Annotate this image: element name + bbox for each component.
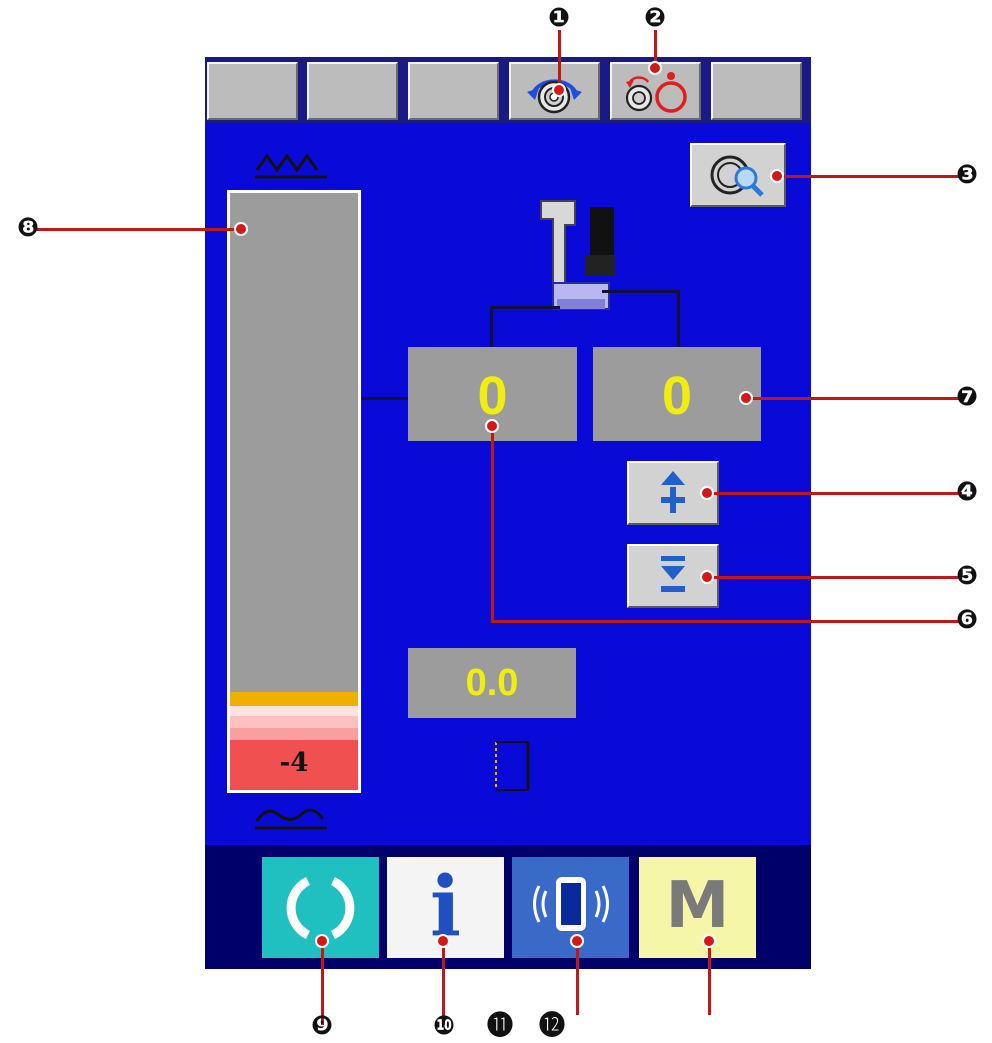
callout-number-8: ❽ xyxy=(16,213,39,243)
gauge-value-label: -4 xyxy=(279,748,309,778)
bobbin-winder-button[interactable] xyxy=(509,62,600,120)
bottom-value-text: 0.0 xyxy=(465,662,519,704)
plus-up-arrow-icon xyxy=(661,471,685,513)
mode-button[interactable]: M xyxy=(639,857,756,958)
callout-dot-7 xyxy=(739,391,753,405)
callout-number-7: ❼ xyxy=(955,382,978,412)
top-button-3[interactable] xyxy=(408,62,499,120)
callout-dot-m xyxy=(702,934,716,948)
gauge-band-light xyxy=(230,706,358,716)
gauge-max-icon xyxy=(253,150,329,182)
right-value-text: 0 xyxy=(661,366,693,426)
connector-line xyxy=(490,307,493,349)
callout-number-1: ❶ xyxy=(547,3,570,33)
gauge-band-pink xyxy=(230,716,358,728)
connector-line xyxy=(677,290,680,348)
callout-number-5: ❺ xyxy=(955,561,978,591)
top-button-6[interactable] xyxy=(711,62,802,120)
presser-foot-image xyxy=(535,195,625,325)
callout-line-8 xyxy=(36,228,240,231)
callout-dot-5 xyxy=(700,570,714,584)
gauge-min-icon xyxy=(253,801,329,833)
callout-dot-10 xyxy=(436,934,450,948)
connector-line xyxy=(602,290,680,293)
callout-number-9: ❾ xyxy=(310,1011,333,1041)
mode-label: M xyxy=(665,869,730,943)
search-zoom-icon xyxy=(710,155,764,197)
communication-icon xyxy=(533,877,609,931)
callout-number-2: ❷ xyxy=(643,3,666,33)
right-value-display[interactable]: 0 xyxy=(593,347,761,441)
callout-line-6a xyxy=(491,425,494,622)
callout-number-3: ❸ xyxy=(955,160,978,190)
callout-line-10 xyxy=(442,940,445,1025)
callout-line-5 xyxy=(706,576,962,579)
callout-dot-8 xyxy=(234,222,248,236)
stitch-gauge[interactable]: -4 xyxy=(227,190,361,793)
callout-dot-3 xyxy=(770,169,784,183)
callout-line-m xyxy=(708,940,711,1015)
top-button-2[interactable] xyxy=(307,62,398,120)
callout-dot-2 xyxy=(648,61,662,75)
gauge-band-red xyxy=(230,740,358,790)
callout-line-2 xyxy=(654,30,657,68)
bobbin-counter-icon xyxy=(625,72,687,113)
top-button-1[interactable] xyxy=(207,62,298,120)
callout-number-11: ⓫ xyxy=(487,1011,514,1041)
callout-line-12 xyxy=(576,940,579,1015)
callout-number-4: ❹ xyxy=(955,477,978,507)
connector-line xyxy=(490,306,560,309)
callout-dot-1 xyxy=(552,83,566,97)
gauge-band-orange xyxy=(230,692,358,706)
callout-line-7 xyxy=(745,397,962,400)
callout-line-9 xyxy=(321,940,324,1025)
callout-number-10: ❿ xyxy=(432,1011,455,1041)
minus-down-arrow-icon xyxy=(661,556,685,592)
gauge-band-pink2 xyxy=(230,728,358,740)
left-value-text: 0 xyxy=(477,366,508,426)
connector-line xyxy=(361,397,408,400)
callout-number-12: ⓬ xyxy=(539,1011,566,1041)
callout-line-4 xyxy=(706,492,962,495)
callout-dot-6 xyxy=(485,419,499,433)
callout-dot-12 xyxy=(570,934,584,948)
ready-ring-icon xyxy=(286,876,355,940)
callout-dot-4 xyxy=(700,486,714,500)
callout-line-3 xyxy=(776,175,962,178)
callout-line-1 xyxy=(558,30,561,90)
callout-line-6b xyxy=(491,620,962,623)
callout-dot-9 xyxy=(315,934,329,948)
callout-number-6: ❻ xyxy=(955,605,978,635)
top-button-bar xyxy=(205,57,811,123)
gauge-track xyxy=(230,193,358,790)
stitch-length-icon xyxy=(484,736,538,796)
bottom-value-display: 0.0 xyxy=(408,648,576,718)
